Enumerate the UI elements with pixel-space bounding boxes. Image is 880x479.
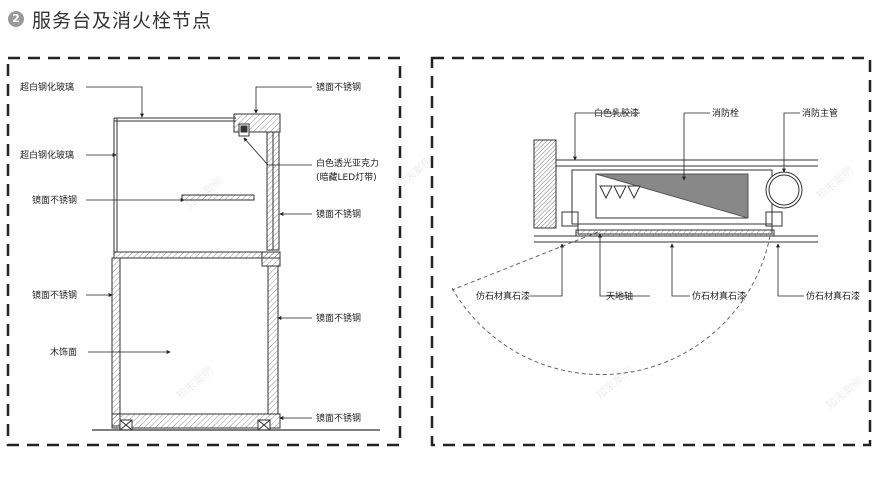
label-stone-paint-mid: 仿石材真石漆 bbox=[692, 290, 746, 302]
label-mirror-steel-right-lower: 镜面不锈钢 bbox=[316, 312, 361, 324]
left-panel: 超白钢化玻璃 超白钢化玻璃 镜面不锈钢 镜面不锈钢 木饰面 镜面不锈钢 白色透光… bbox=[6, 56, 402, 447]
section-heading: 2 服务台及消火栓节点 bbox=[8, 6, 212, 32]
left-panel-frame bbox=[6, 56, 402, 447]
label-mirror-steel-top-right: 镜面不锈钢 bbox=[316, 81, 361, 93]
watermark-5: 知末案例 bbox=[593, 363, 636, 402]
label-mirror-steel-left-mid: 镜面不锈钢 bbox=[32, 289, 77, 301]
right-panel: 白色乳胶漆 消防栓 消防主管 仿石材真石漆 天地轴 仿石材真石漆 仿石材真石漆 bbox=[430, 56, 872, 447]
watermark-1: 知末案例 bbox=[183, 173, 226, 212]
label-stone-paint-right: 仿石材真石漆 bbox=[806, 290, 860, 302]
right-panel-frame bbox=[430, 56, 872, 447]
label-wood-finish: 木饰面 bbox=[50, 346, 77, 358]
label-glass-side: 超白钢化玻璃 bbox=[20, 149, 74, 161]
watermark-6: 知末案例 bbox=[823, 373, 866, 412]
right-annotations bbox=[530, 112, 804, 297]
label-mirror-steel-right-upper: 镜面不锈钢 bbox=[316, 208, 361, 220]
left-annotations bbox=[86, 86, 312, 420]
watermark-3: 知末案例 bbox=[813, 163, 856, 202]
label-acrylic-note: (暗藏LED灯带) bbox=[316, 171, 377, 183]
label-latex-paint: 白色乳胶漆 bbox=[594, 107, 639, 119]
label-hydrant: 消防栓 bbox=[712, 107, 739, 119]
label-floor-spring: 天地轴 bbox=[606, 290, 633, 302]
label-stone-paint-left: 仿石材真石漆 bbox=[476, 290, 530, 302]
counter-section bbox=[92, 113, 380, 431]
label-glass-top: 超白钢化玻璃 bbox=[20, 81, 74, 93]
label-mirror-steel-bottom: 镜面不锈钢 bbox=[316, 412, 361, 424]
hydrant-section bbox=[451, 139, 818, 376]
section-number-badge: 2 bbox=[8, 11, 24, 27]
label-acrylic: 白色透光亚克力 bbox=[316, 157, 379, 169]
page-title: 服务台及消火栓节点 bbox=[32, 9, 213, 32]
label-mirror-steel-shelf: 镜面不锈钢 bbox=[32, 194, 77, 206]
label-fire-main: 消防主管 bbox=[802, 107, 838, 119]
watermark-4: 知末案例 bbox=[173, 363, 216, 402]
